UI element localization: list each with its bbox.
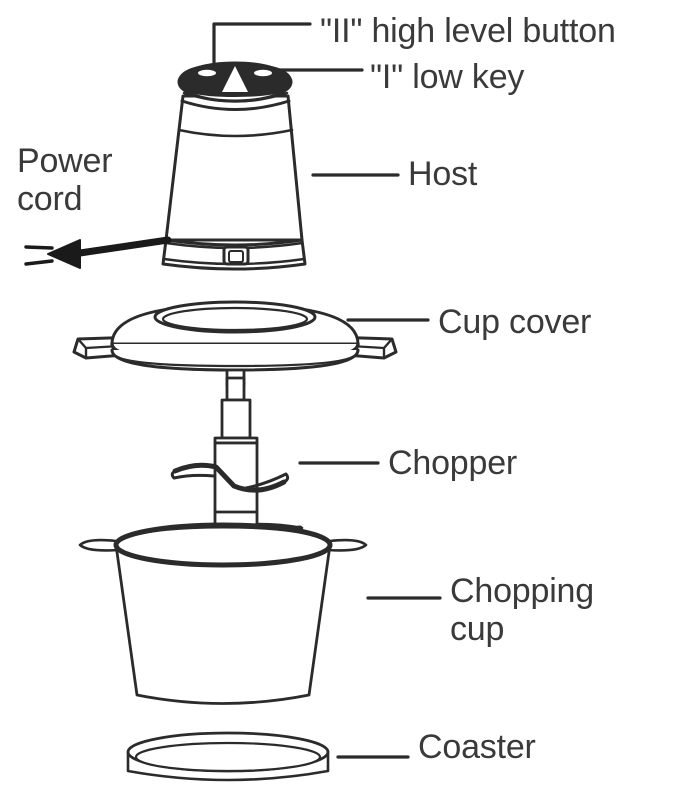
label-high-level-button: "II" high level button [320, 12, 616, 50]
part-host [161, 61, 307, 271]
leader-line-high-level-button [212, 22, 312, 80]
part-coaster [126, 731, 330, 782]
label-host: Host [408, 155, 478, 193]
label-chopping-cup: Chopping cup [450, 572, 594, 648]
label-power-cord: Power cord [17, 142, 113, 218]
label-chopper: Chopper [388, 444, 518, 482]
label-low-key: "I" low key [370, 58, 525, 96]
part-power-cord [24, 236, 172, 269]
part-chopper [170, 376, 304, 542]
label-coaster: Coaster [418, 728, 536, 766]
part-cup-cover [72, 300, 398, 388]
chopper-upper-blade [170, 462, 290, 493]
button-highlights [198, 69, 272, 77]
part-chopping-cup [78, 522, 368, 705]
label-cup-cover: Cup cover [438, 303, 592, 341]
